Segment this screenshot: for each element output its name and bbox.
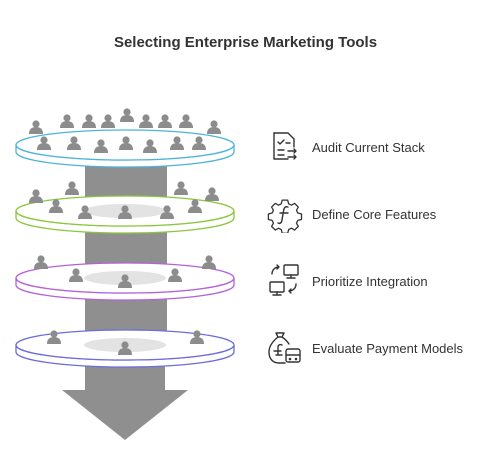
step-audit-current-stack: Audit Current Stack [266,127,488,167]
person-icon [69,268,83,282]
person-icon [119,136,133,150]
person-icon [190,330,204,344]
person-icon [118,274,132,288]
step-evaluate-payment-models: Evaluate Payment Models [266,328,488,368]
checklist-icon [266,128,304,166]
person-icon [160,205,174,219]
person-icon [49,199,63,213]
person-icon [207,120,221,134]
down-arrow [62,345,188,440]
step-label: Evaluate Payment Models [312,340,464,356]
person-icon [118,341,132,355]
sync-monitors-icon [266,262,304,300]
person-icon [29,120,43,134]
person-icon [174,181,188,195]
person-icon [192,136,206,150]
ring-layer [15,181,235,234]
gear-function-icon [266,195,304,233]
person-icon [34,255,48,269]
person-icon [205,187,219,201]
step-label: Define Core Features [312,206,437,222]
person-icon [120,108,134,122]
ring-layer [15,329,235,368]
person-icon [37,136,51,150]
person-icon [168,268,182,282]
person-icon [67,136,81,150]
person-icon [65,181,79,195]
person-icon [82,114,96,128]
ring-layer [15,255,235,301]
person-icon [60,114,74,128]
person-icon [143,139,157,153]
person-icon [170,136,184,150]
person-icon [94,139,108,153]
ring-layer [15,108,235,168]
person-icon [78,205,92,219]
person-icon [202,255,216,269]
person-icon [179,114,193,128]
diagram-title: Selecting Enterprise Marketing Tools [113,34,378,51]
step-label: Prioritize Integration [312,273,428,289]
step-prioritize-integration: Prioritize Integration [266,261,488,301]
step-define-core-features: Define Core Features [266,194,488,234]
payment-pound-icon [266,329,304,367]
person-icon [158,114,172,128]
person-icon [47,330,61,344]
step-label: Audit Current Stack [312,139,425,155]
person-icon [139,114,153,128]
person-icon [118,205,132,219]
person-icon [101,114,115,128]
person-icon [29,189,43,203]
person-icon [188,199,202,213]
